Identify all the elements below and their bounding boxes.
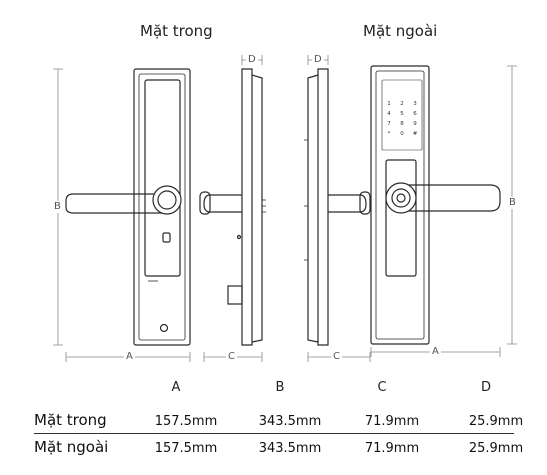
spec-row-inside: Mặt trong 157.5mm 343.5mm 71.9mm 25.9mm	[34, 410, 523, 432]
inside-side-profile	[199, 68, 266, 346]
dimension-c-side-inside: C	[226, 351, 237, 363]
value-a: 157.5mm	[154, 414, 218, 429]
keypad-key: 7	[387, 121, 391, 127]
dimension-d-side-outside: D	[312, 54, 324, 66]
row-label: Mặt trong	[34, 411, 107, 429]
keypad-key: *	[388, 131, 391, 137]
lock-dimension-drawing: 1 2 3 4 5 6 7 8 9 * 0 #	[53, 55, 517, 362]
value-b: 343.5mm	[258, 441, 322, 456]
outside-view-title: Mặt ngoài	[363, 22, 438, 40]
column-header-d: D	[480, 380, 491, 395]
keypad-key: 0	[400, 131, 404, 137]
dimension-a-outside: A	[430, 346, 441, 358]
row-label: Mặt ngoài	[34, 438, 109, 456]
value-c: 71.9mm	[364, 441, 420, 456]
value-d: 25.9mm	[468, 414, 524, 429]
value-a: 157.5mm	[154, 441, 218, 456]
dimension-b-inside: B	[52, 201, 63, 213]
dimension-b-outside: B	[507, 197, 518, 209]
column-header-a: A	[171, 380, 181, 395]
table-divider	[34, 433, 514, 434]
inside-lock-body	[65, 68, 191, 346]
dimension-c-side-outside: C	[331, 351, 342, 363]
keypad-key: 2	[400, 101, 404, 107]
keypad-key: 9	[413, 121, 417, 127]
column-header-b: B	[275, 380, 285, 395]
inside-view-title: Mặt trong	[140, 22, 213, 40]
dimension-lines	[53, 55, 517, 362]
keypad-key: 8	[400, 121, 404, 127]
keypad-key: #	[413, 131, 418, 137]
outside-lock-body	[370, 65, 501, 345]
keypad-key: 6	[413, 111, 417, 117]
dimension-a-inside: A	[124, 351, 135, 363]
outside-side-profile	[304, 68, 371, 346]
column-header-c: C	[377, 380, 387, 395]
value-d: 25.9mm	[468, 441, 524, 456]
keypad-grid: 1 2 3 4 5 6 7 8 9 * 0 #	[387, 101, 417, 137]
spec-row-outside: Mặt ngoài 157.5mm 343.5mm 71.9mm 25.9mm	[34, 437, 523, 459]
value-c: 71.9mm	[364, 414, 420, 429]
dimension-d-side-inside: D	[246, 54, 258, 66]
keypad-key: 4	[387, 111, 391, 117]
value-b: 343.5mm	[258, 414, 322, 429]
keypad-key: 3	[413, 101, 417, 107]
keypad-key: 1	[387, 101, 391, 107]
keypad-key: 5	[400, 111, 404, 117]
